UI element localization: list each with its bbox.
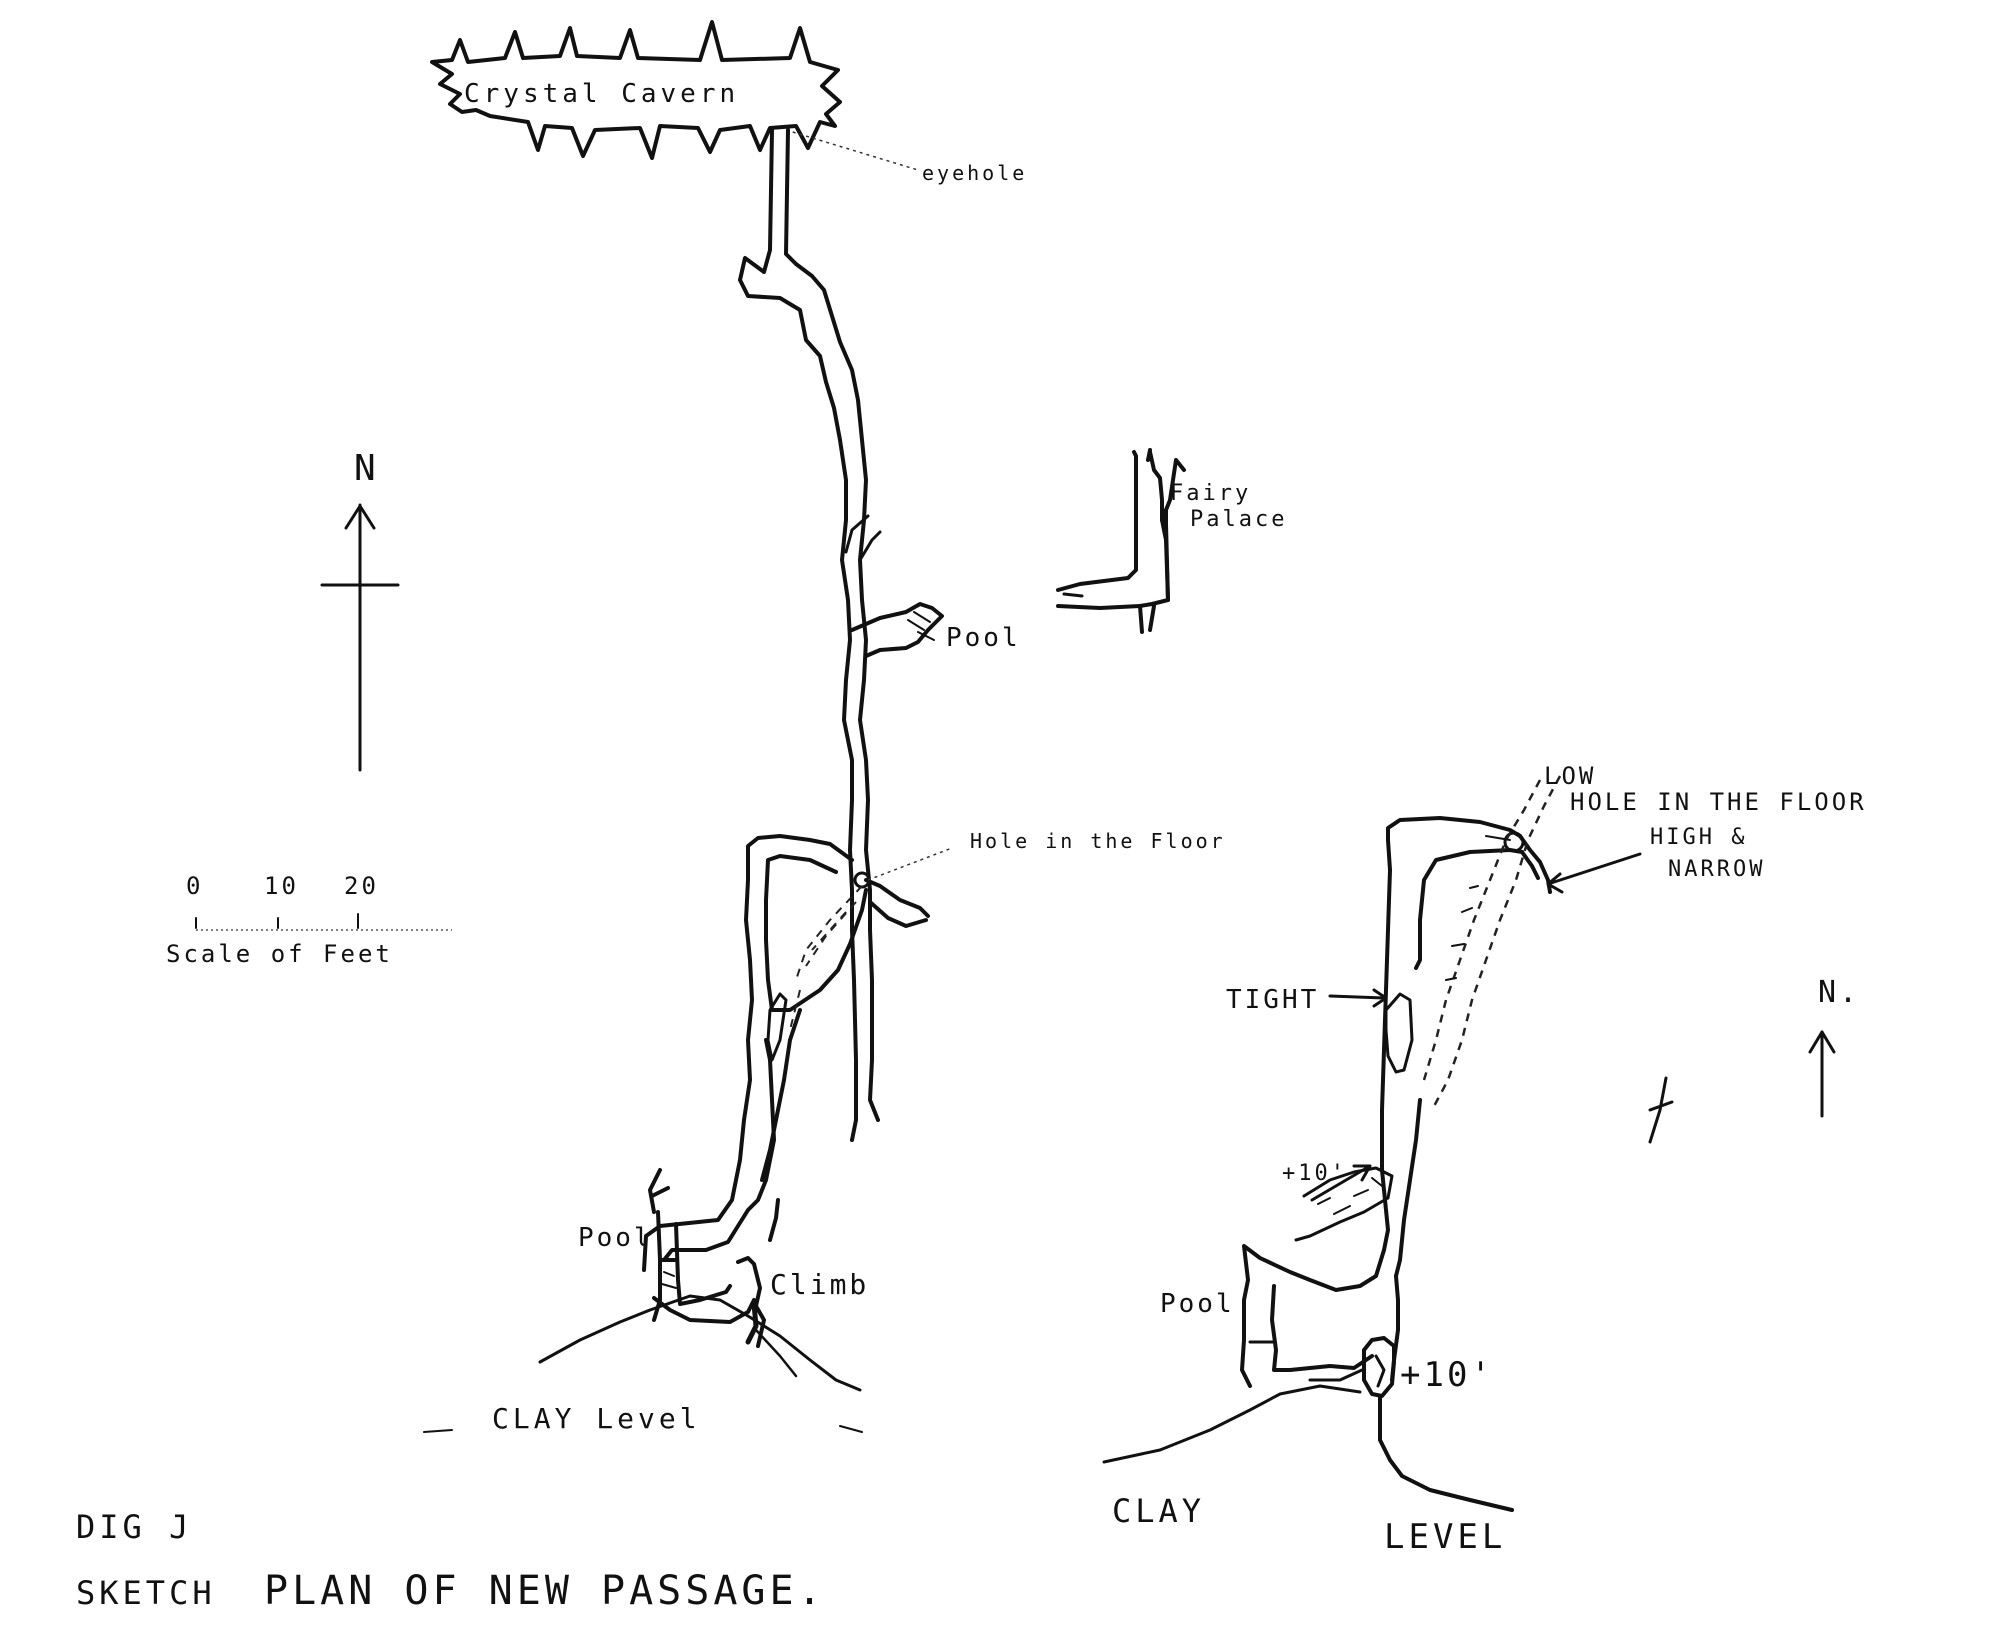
upper-pool-branch [850, 602, 944, 658]
high-narrow-label-line1: HIGH & [1650, 825, 1747, 850]
clay-level-slope-right [1102, 1384, 1362, 1464]
fairy-palace-label-line2: Palace [1190, 507, 1287, 532]
fairy-palace-label-line1: Fairy [1170, 481, 1251, 506]
dashed-connection-right-a [1422, 779, 1542, 1081]
tight-arrow [1328, 988, 1388, 1008]
right-plus10-chamber [1362, 1336, 1514, 1512]
scale-tick-10: 10 [264, 872, 299, 900]
clay-level-inner-slope-left [754, 1328, 798, 1378]
lower-pool-climb-section [648, 1168, 766, 1348]
hole-in-floor-label-right: HOLE IN THE FLOOR [1570, 788, 1867, 816]
pool-lower-label: Pool [578, 1223, 653, 1253]
stray-pencil-mark [1648, 1076, 1674, 1144]
caption-line2-rest: PLAN OF NEW PASSAGE. [264, 1568, 826, 1614]
clay-level-slope-left [538, 1294, 862, 1392]
fairy-palace-passage [1056, 448, 1186, 634]
pool-label-right: Pool [1160, 1289, 1235, 1319]
crystal-cavern-label: Crystal Cavern [464, 79, 739, 109]
climb-label: Climb [770, 1268, 869, 1301]
plus10-lower-label: +10' [1400, 1355, 1494, 1395]
main-passage [738, 128, 882, 1142]
dashed-connection-left [789, 885, 863, 1031]
tight-label: TIGHT [1226, 985, 1319, 1015]
eyehole-leader [785, 129, 919, 171]
scale-tick-20: 20 [344, 872, 379, 900]
hole-in-floor-arrow-right [1485, 835, 1511, 841]
north-label-left: N [354, 448, 380, 489]
dashed-connection-right-b [1430, 775, 1562, 1111]
right-ladder-marks [1445, 885, 1479, 981]
high-narrow-label-line2: NARROW [1668, 857, 1765, 882]
scale-label: Scale of Feet [166, 940, 393, 968]
hole-in-floor-label-left: Hole in the Floor [970, 829, 1226, 853]
high-narrow-arrow [1546, 852, 1642, 894]
scale-bar [195, 913, 452, 931]
north-arrow-right [1808, 1030, 1836, 1118]
caption-line1: DIG J [76, 1508, 192, 1546]
scale-tick-0: 0 [186, 872, 203, 900]
crystal-cavern-chamber [430, 20, 842, 160]
eyehole-label: eyehole [922, 161, 1027, 185]
clay-label-right: CLAY [1112, 1492, 1205, 1530]
clay-level-label-left: CLAY Level [492, 1402, 701, 1435]
boulder-choke-right [1294, 1166, 1394, 1242]
right-plan-passage [1240, 816, 1552, 1388]
low-label: LOW [1544, 762, 1596, 790]
loop-section [642, 834, 930, 1272]
plus10-upper-label: +10' [1282, 1161, 1347, 1186]
level-label-right: LEVEL [1384, 1517, 1506, 1557]
pool-upper-label: Pool [946, 623, 1021, 653]
north-label-right: N. [1818, 975, 1860, 1010]
plus10-upper-arrow [1310, 1164, 1372, 1202]
hole-in-floor-marker-right [1503, 831, 1525, 853]
hole-in-floor-leader-left [867, 847, 953, 881]
caption-line2-prefix: SKETCH [76, 1574, 216, 1612]
north-arrow-left [320, 503, 400, 772]
clay-level-ticks-left [423, 1425, 863, 1433]
